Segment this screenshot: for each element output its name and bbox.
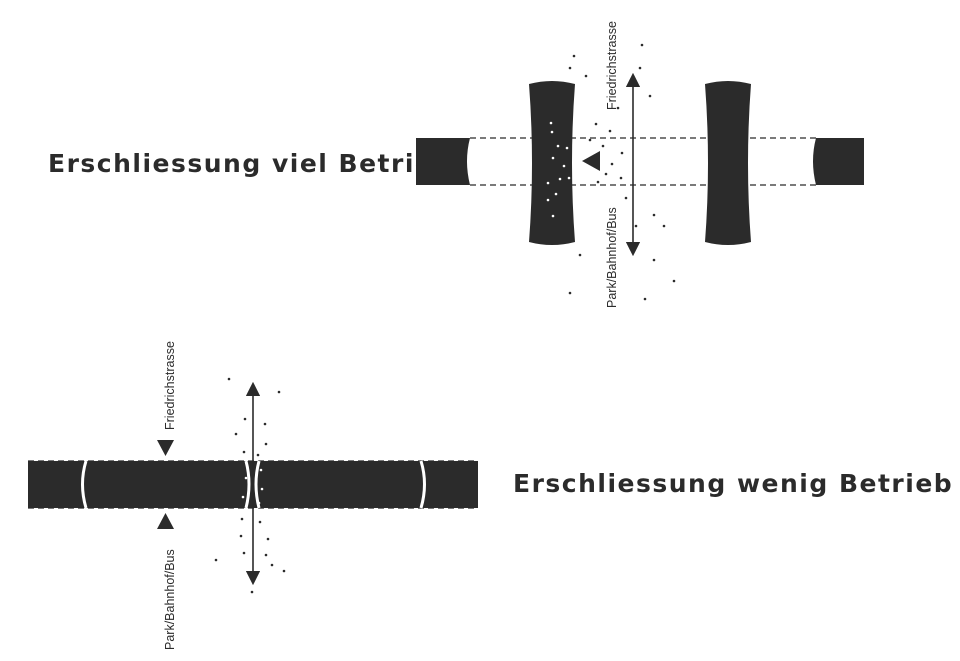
diagram-wenig-betrieb: Erschliessung wenig Betrieb Friedrichstr… bbox=[28, 341, 953, 650]
diagram-viel-betrieb: Erschliessung viel Betrieb Friedrichstra… bbox=[48, 21, 864, 308]
label-park-bahnhof-bus-bottom: Park/Bahnhof/Bus bbox=[163, 549, 177, 650]
label-friedrichstrasse-bottom: Friedrichstrasse bbox=[163, 341, 177, 430]
pedestrian-dots-top bbox=[568, 43, 676, 301]
heading-wenig-betrieb: Erschliessung wenig Betrieb bbox=[513, 469, 953, 498]
vertical-block-right bbox=[705, 81, 751, 245]
entry-triangle bbox=[582, 151, 600, 171]
pedestrian-dots-bottom bbox=[214, 377, 286, 594]
triangle-up-south bbox=[157, 513, 174, 529]
label-friedrichstrasse-top: Friedrichstrasse bbox=[605, 21, 619, 110]
heading-viel-betrieb: Erschliessung viel Betrieb bbox=[48, 149, 453, 178]
road-stub-left bbox=[416, 138, 470, 185]
pedestrian-dots-top-on-block bbox=[546, 121, 571, 218]
pedestrian-dots-bottom-on-road bbox=[241, 468, 264, 505]
road-stub-right bbox=[813, 138, 864, 185]
label-park-bahnhof-bus-top: Park/Bahnhof/Bus bbox=[605, 207, 619, 308]
triangle-down-north bbox=[157, 440, 174, 456]
vertical-block-left bbox=[529, 81, 575, 245]
